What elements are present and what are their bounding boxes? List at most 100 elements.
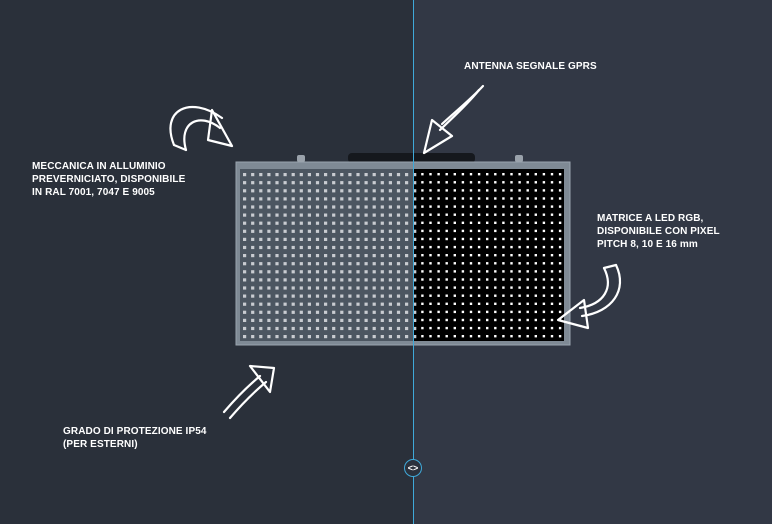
compare-divider[interactable] <box>413 0 414 524</box>
led-pixel <box>380 278 384 282</box>
led-pixel <box>477 181 481 184</box>
led-pixel <box>494 189 497 192</box>
led-pixel <box>477 302 481 305</box>
led-pixel <box>542 237 546 241</box>
led-pixel <box>251 294 255 298</box>
led-pixel <box>307 189 311 193</box>
led-pixel <box>542 286 546 289</box>
led-pixel <box>453 262 456 265</box>
led-pixel <box>453 189 456 192</box>
led-pixel <box>421 270 424 273</box>
led-pixel <box>542 302 546 305</box>
led-pixel <box>413 229 417 233</box>
led-pixel <box>413 278 417 282</box>
led-pixel <box>283 181 287 185</box>
led-pixel <box>315 205 320 209</box>
led-pixel <box>510 318 513 322</box>
led-pixel <box>421 310 424 314</box>
led-pixel <box>267 205 271 209</box>
led-pixel <box>356 262 360 266</box>
led-pixel <box>486 237 489 241</box>
led-pixel <box>275 254 279 258</box>
led-pixel <box>267 262 271 266</box>
led-pixel <box>356 335 360 339</box>
led-pixel <box>477 221 481 224</box>
led-pixel <box>534 310 537 314</box>
led-pixel <box>396 318 401 322</box>
led-pixel <box>275 245 279 250</box>
led-pixel <box>364 245 368 250</box>
led-pixel <box>340 213 344 217</box>
led-pixel <box>437 270 440 273</box>
led-pixel <box>396 205 401 209</box>
led-pixel <box>526 221 529 224</box>
led-pixel <box>494 262 497 265</box>
led-pixel <box>340 197 344 201</box>
led-pixel <box>518 262 521 265</box>
led-pixel <box>445 262 448 265</box>
led-pixel <box>315 318 320 322</box>
led-pixel <box>477 278 481 281</box>
led-pixel <box>243 229 247 233</box>
compare-handle[interactable]: <> <box>404 459 422 477</box>
led-pixel <box>429 326 432 330</box>
led-pixel <box>267 254 271 258</box>
led-pixel <box>421 189 424 192</box>
led-pixel <box>275 302 279 306</box>
led-pixel <box>550 181 554 184</box>
led-pixel <box>275 262 279 266</box>
led-pixel <box>251 318 255 322</box>
led-pixel <box>291 286 295 290</box>
led-pixel <box>372 335 376 339</box>
led-pixel <box>494 326 497 330</box>
led-pixel <box>494 270 497 273</box>
led-pixel <box>396 326 401 331</box>
led-pixel <box>243 221 247 225</box>
led-pixel <box>453 254 456 257</box>
led-pixel <box>486 335 489 338</box>
led-pixel <box>413 245 417 250</box>
led-pixel <box>243 278 247 282</box>
led-pixel <box>542 254 546 257</box>
led-pixel <box>291 318 295 322</box>
led-pixel <box>526 278 529 281</box>
led-pixel <box>307 286 311 290</box>
led-pixel <box>372 286 376 290</box>
led-pixel <box>340 310 344 314</box>
led-pixel <box>267 310 271 314</box>
led-pixel <box>494 213 497 216</box>
led-pixel <box>421 294 424 297</box>
led-pixel <box>421 326 424 330</box>
led-pixel <box>332 237 336 241</box>
led-pixel <box>518 205 521 208</box>
led-pixel <box>558 286 562 289</box>
led-pixel <box>486 286 489 289</box>
led-pixel <box>510 181 513 184</box>
led-pixel <box>510 310 513 314</box>
led-pixel <box>421 318 424 322</box>
led-pixel <box>356 205 360 209</box>
led-pixel <box>437 278 440 281</box>
led-pixel <box>251 245 255 250</box>
led-pixel <box>494 254 497 257</box>
led-pixel <box>421 302 424 305</box>
led-pixel <box>299 173 303 177</box>
led-pixel <box>461 310 465 314</box>
led-pixel <box>469 270 473 273</box>
led-pixel <box>421 213 424 216</box>
led-pixel <box>502 270 505 273</box>
led-pixel <box>550 189 554 192</box>
led-pixel <box>364 286 368 290</box>
led-pixel <box>542 326 546 330</box>
led-pixel <box>243 302 247 306</box>
led-pixel <box>364 213 368 217</box>
led-pixel <box>550 326 554 330</box>
led-pixel <box>477 270 481 273</box>
led-pixel <box>299 294 303 298</box>
led-pixel <box>405 326 409 331</box>
led-pixel <box>340 286 344 290</box>
led-pixel <box>396 278 401 282</box>
led-pixel <box>324 221 328 225</box>
led-pixel <box>518 221 521 224</box>
led-pixel <box>380 245 384 250</box>
